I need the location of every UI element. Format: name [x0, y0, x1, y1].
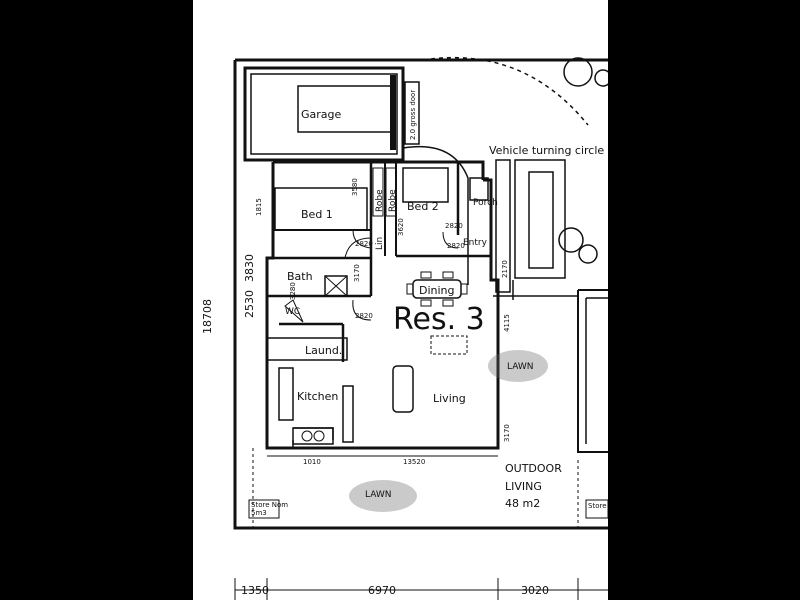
- dim-setback: 2530: [243, 290, 256, 318]
- dim-bottom-left: 1350: [241, 584, 269, 597]
- label-store-left-2: 5m3: [251, 509, 267, 517]
- dim-2170: 2170: [501, 260, 509, 278]
- label-lawn-1: LAWN: [507, 362, 534, 372]
- dim-3580: 3580: [351, 178, 359, 196]
- garage-door-note: 2.0 gross door: [409, 89, 417, 140]
- room-robe-2: Robe: [388, 189, 398, 212]
- dim-4115: 4115: [503, 314, 511, 332]
- label-outdoor-living-1: OUTDOOR: [505, 462, 562, 475]
- room-lin: Lin: [375, 236, 385, 250]
- room-porch: Porch: [473, 198, 498, 208]
- room-dining: Dining: [419, 284, 455, 297]
- room-garage: Garage: [301, 108, 342, 121]
- floor-plan-sheet: Garage 2.0 gross door Vehicle turning ci…: [193, 0, 608, 600]
- room-bed1: Bed 1: [301, 208, 333, 221]
- dim-1815: 1815: [255, 198, 263, 216]
- room-entry: Entry: [463, 238, 487, 248]
- room-bath: Bath: [287, 270, 313, 283]
- dim-2820-b: 2820: [445, 222, 463, 230]
- label-outdoor-living-2: LIVING: [505, 480, 542, 493]
- room-robe-1: Robe: [375, 189, 385, 212]
- dim-bottom-right: 3020: [521, 584, 549, 597]
- label-outdoor-area: 48 m2: [505, 497, 541, 510]
- label-vehicle-turning-circle: Vehicle turning circle: [489, 144, 605, 157]
- dim-3170b: 3170: [503, 424, 511, 442]
- room-wc: WC: [285, 307, 301, 317]
- room-living: Living: [433, 392, 466, 405]
- dim-3620: 3620: [397, 218, 405, 236]
- plan-title: Res. 3: [393, 302, 485, 337]
- dim-setback-2: 3830: [243, 254, 256, 282]
- room-laundry: Laund.: [305, 344, 343, 357]
- room-bed2: Bed 2: [407, 200, 439, 213]
- dim-13520: 13520: [403, 458, 426, 466]
- label-store-right: Store: [588, 502, 607, 510]
- dim-1010: 1010: [303, 458, 321, 466]
- label-store-left: Store Nom: [251, 501, 289, 509]
- dim-2820-d: 2820: [447, 242, 465, 250]
- dim-3170: 3170: [353, 264, 361, 282]
- room-kitchen: Kitchen: [297, 390, 339, 403]
- dim-3280: 3280: [289, 282, 297, 300]
- dim-bottom-mid: 6970: [368, 584, 396, 597]
- floor-plan-drawing: [233, 56, 608, 600]
- dim-2820-a: 2820: [355, 240, 373, 248]
- dim-left-total: 18708: [201, 299, 214, 334]
- dim-2820-c: 2820: [355, 312, 373, 320]
- label-lawn-2: LAWN: [365, 490, 392, 500]
